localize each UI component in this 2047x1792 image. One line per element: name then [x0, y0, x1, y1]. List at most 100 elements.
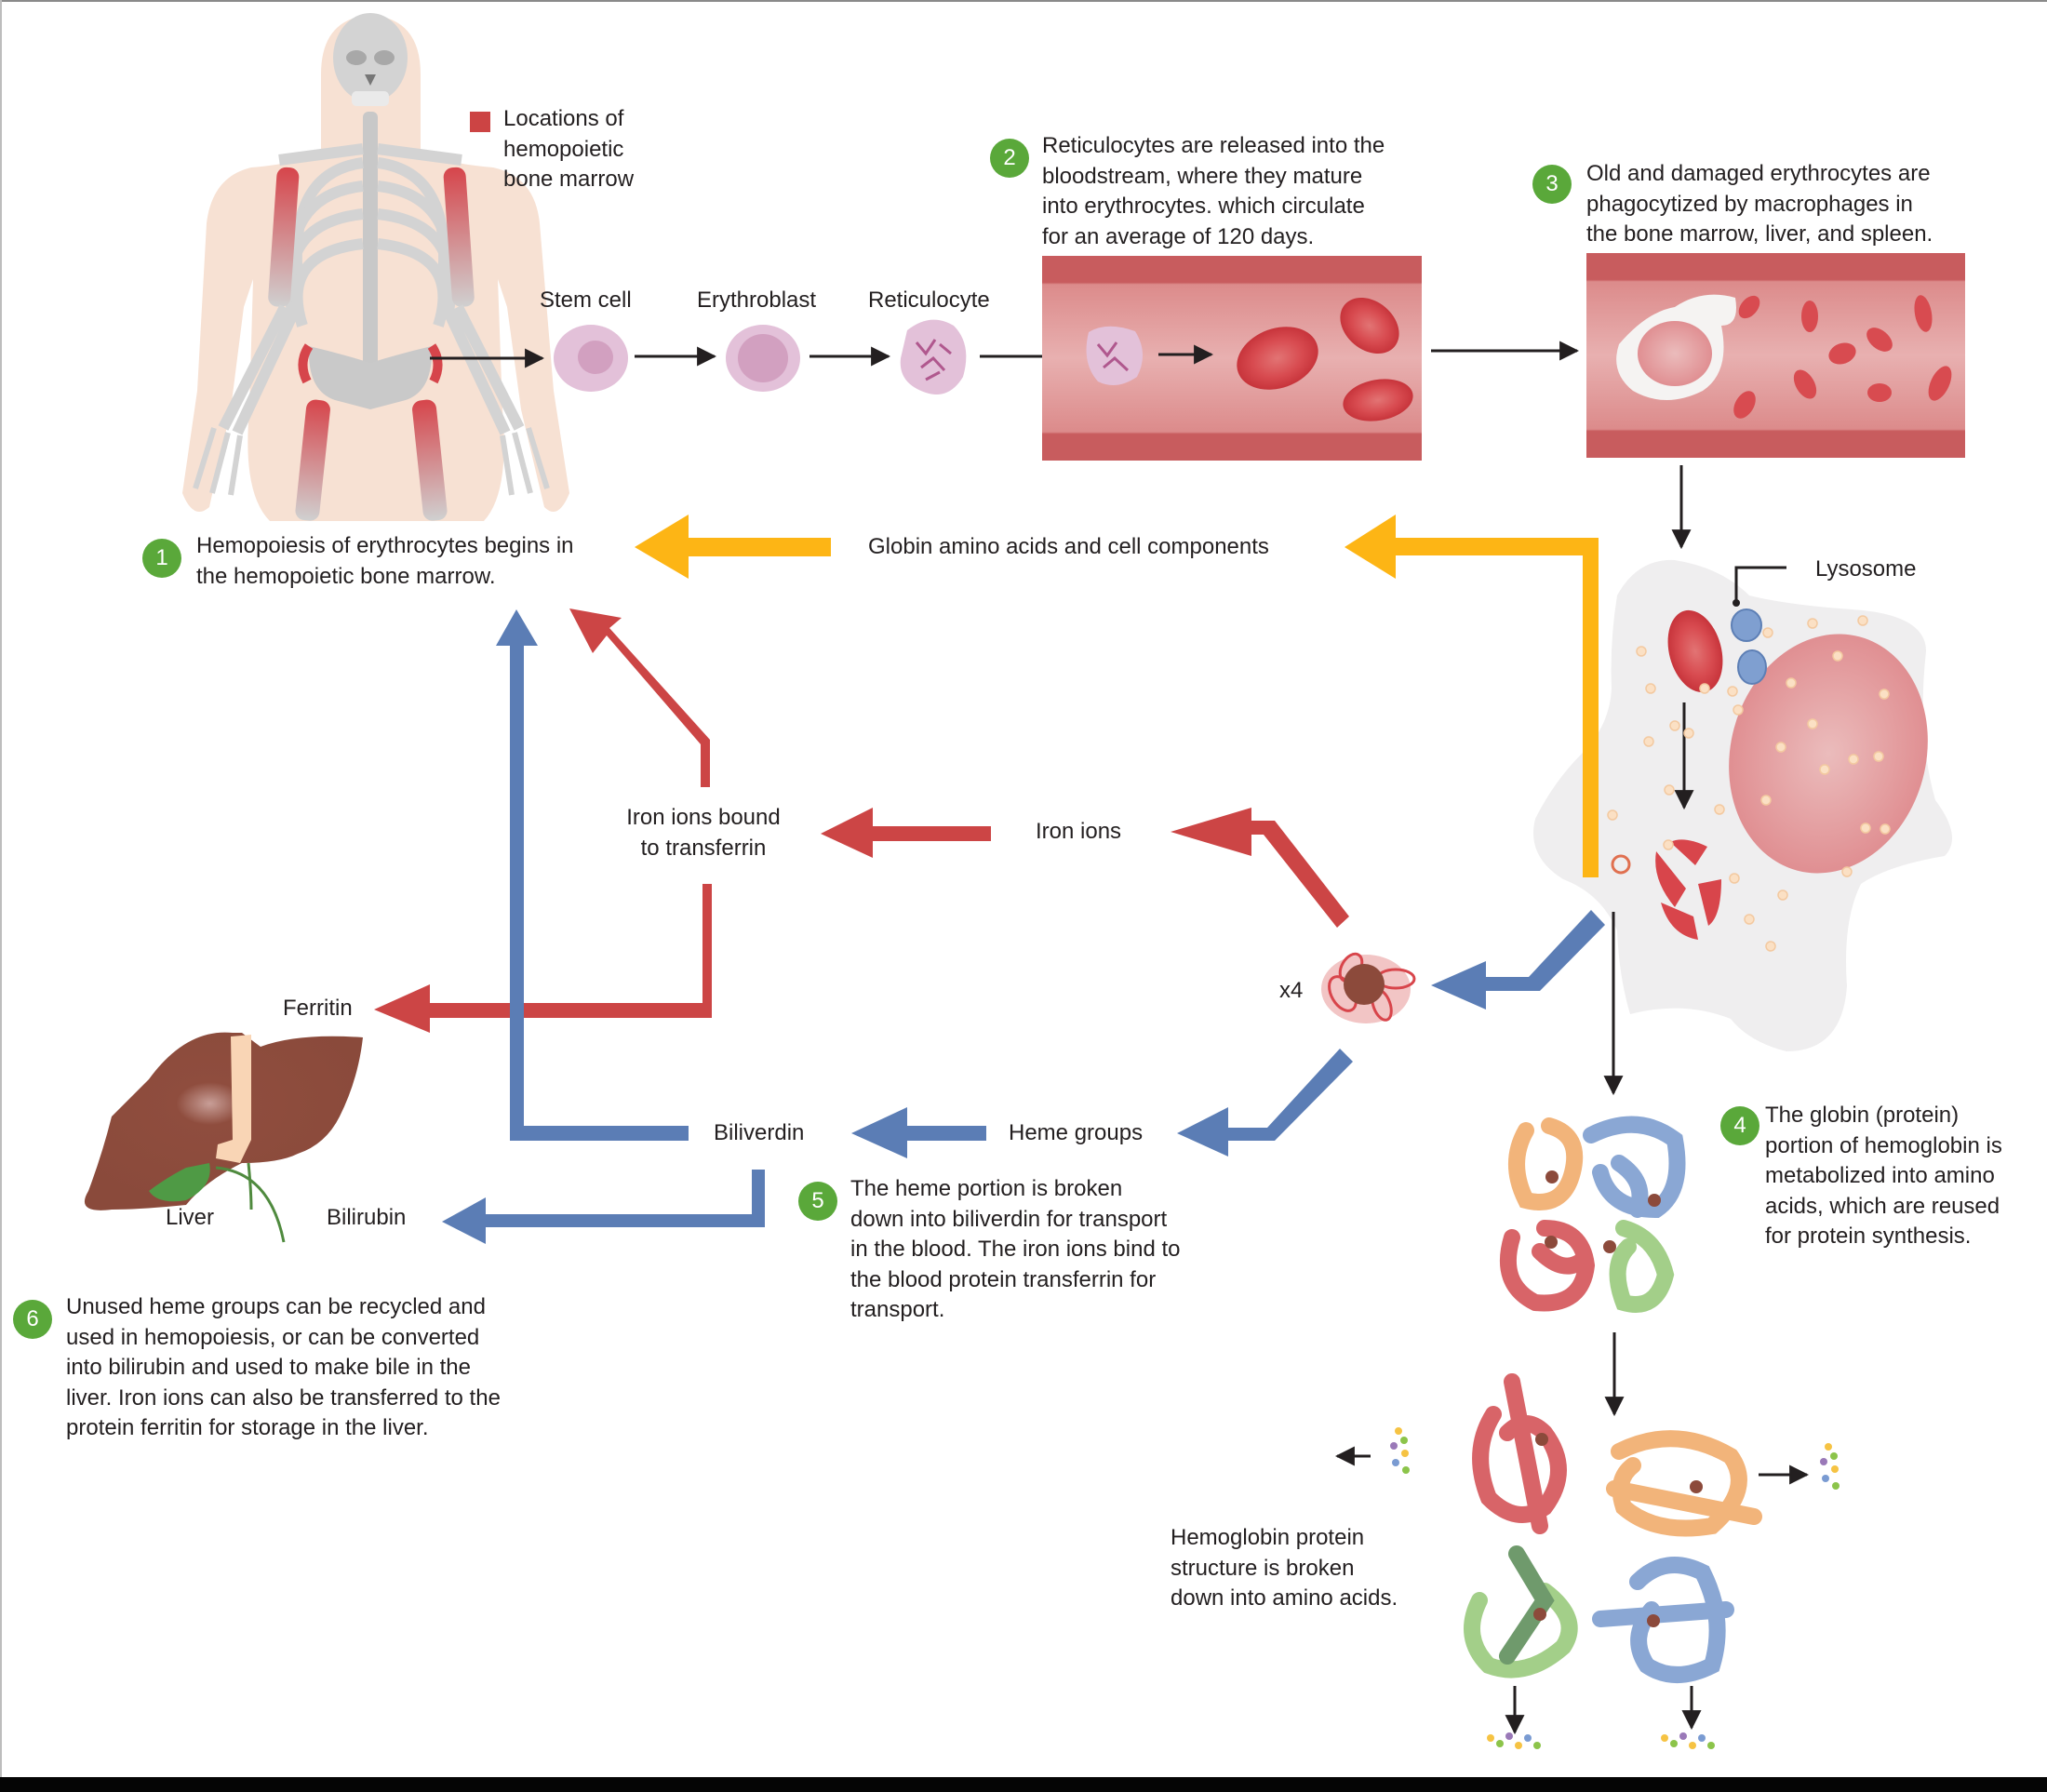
erythroblast-icon	[726, 325, 800, 392]
heme-release-arrow	[1431, 910, 1605, 1010]
bilirubin-label: Bilirubin	[327, 1205, 407, 1230]
stem-cell-label: Stem cell	[540, 288, 632, 313]
legend-line: Locations of	[503, 106, 624, 131]
gallbladder	[149, 1163, 210, 1202]
blood-vessel-1	[1042, 256, 1422, 461]
skeleton-illustration	[182, 13, 569, 521]
label-line: Iron ions bound	[626, 805, 781, 830]
legend-line: bone marrow	[503, 167, 635, 192]
breakdown-text: Hemoglobin protein structure is broken d…	[1171, 1523, 1398, 1614]
step-3-badge: 3	[1532, 165, 1572, 204]
step-line: into erythrocytes. which circulate	[1042, 194, 1365, 219]
left-humerus	[268, 167, 300, 307]
transferrin-to-marrow-arrow	[569, 608, 710, 787]
right-femur	[412, 399, 448, 521]
globin-arrow	[635, 515, 1599, 877]
step-line: The heme portion is broken	[850, 1176, 1123, 1201]
left-border	[0, 0, 2, 1777]
step-line: phagocytized by macrophages in	[1586, 191, 1913, 217]
left-femur	[295, 399, 330, 521]
legend-line: hemopoietic	[503, 136, 624, 162]
fragmented-erythrocyte	[1655, 839, 1721, 940]
skull	[333, 13, 408, 102]
lysosome-label: Lysosome	[1815, 556, 1917, 582]
step-line: Hemopoiesis of erythrocytes begins in	[196, 533, 574, 558]
legend-text: Locations of hemopoietic bone marrow	[503, 104, 634, 195]
label-line: down into amino acids.	[1171, 1585, 1398, 1611]
biliverdin-to-marrow-arrow	[496, 609, 689, 1141]
heme-arrows	[442, 609, 1353, 1244]
erythroblast-label: Erythroblast	[697, 288, 817, 313]
step-line: down into biliverdin for transport	[850, 1206, 1168, 1232]
step-3-text: Old and damaged erythrocytes are phagocy…	[1586, 159, 1933, 250]
amino-acid-clusters	[1390, 1427, 1840, 1749]
step-line: Unused heme groups can be recycled and	[66, 1294, 486, 1319]
step-5-text: The heme portion is broken down into bil…	[850, 1174, 1180, 1326]
step-4-badge: 4	[1720, 1106, 1759, 1145]
label-line: structure is broken	[1171, 1555, 1355, 1581]
step-line: liver. Iron ions can also be transferred…	[66, 1384, 501, 1411]
iron-transferrin-label: Iron ions bound to transferrin	[595, 803, 811, 863]
transferrin-to-ferritin-arrow	[374, 884, 712, 1033]
step-6-badge: 6	[13, 1300, 52, 1339]
hemoglobin-complex	[1499, 1116, 1686, 1313]
step-line: protein ferritin for storage in the live…	[66, 1415, 429, 1440]
heme-molecule-icon	[1321, 952, 1416, 1023]
globin-label: Globin amino acids and cell components	[868, 534, 1269, 559]
heme-groups-label: Heme groups	[1009, 1120, 1144, 1145]
macrophage	[1533, 559, 1952, 1051]
step-line: metabolized into amino	[1765, 1163, 1995, 1188]
iron-ions-label: Iron ions	[1036, 819, 1122, 844]
groups-to-biliverdin-arrow	[851, 1107, 986, 1158]
lysosome-pointer	[1734, 566, 1786, 603]
step-2-badge: 2	[990, 139, 1029, 178]
step-line: for protein synthesis.	[1765, 1224, 1972, 1249]
reticulocyte-icon	[900, 319, 967, 395]
lysosome-2	[1737, 649, 1767, 685]
step-line: bloodstream, where they mature	[1042, 163, 1363, 189]
step-4-text: The globin (protein) portion of hemoglob…	[1765, 1101, 2002, 1252]
cytoplasm-granules	[1607, 615, 1891, 952]
biliverdin-label: Biliverdin	[714, 1120, 805, 1145]
blood-vessel-2	[1586, 253, 1965, 458]
step-line: used in hemopoiesis, or can be converted	[66, 1324, 480, 1350]
step-line: the bone marrow, liver, and spleen.	[1586, 221, 1933, 247]
nucleus	[1729, 634, 1928, 874]
step-1-text: Hemopoiesis of erythrocytes begins in th…	[196, 531, 574, 592]
step-line: into bilirubin and used to make bile in …	[66, 1355, 471, 1380]
step-line: portion of hemoglobin is	[1765, 1132, 2002, 1158]
step-line: Reticulocytes are released into the	[1042, 133, 1385, 158]
step-6-text: Unused heme groups can be recycled and u…	[66, 1292, 501, 1444]
pelvis	[308, 346, 433, 409]
step-2-text: Reticulocytes are released into the bloo…	[1042, 131, 1385, 252]
right-humerus	[443, 167, 475, 307]
biliverdin-to-bilirubin-arrow	[442, 1170, 765, 1244]
liver-illustration	[84, 1032, 363, 1243]
x4-label: x4	[1279, 978, 1304, 1003]
label-line: to transferrin	[640, 835, 767, 861]
step-line: the blood protein transferrin for	[850, 1266, 1157, 1292]
iron-to-transferrin-arrow	[821, 808, 991, 858]
globin-chains	[1464, 1373, 1762, 1683]
step-line: transport.	[850, 1297, 945, 1322]
liver-label: Liver	[166, 1205, 215, 1230]
engulfed-erythrocyte	[1667, 609, 1723, 693]
step-line: The globin (protein)	[1765, 1103, 1960, 1128]
step-1-badge: 1	[142, 539, 181, 578]
footer-bar	[0, 1777, 2047, 1792]
step-line: acids, which are reused	[1765, 1193, 2000, 1219]
step-5-badge: 5	[798, 1182, 837, 1221]
clavicles	[278, 143, 462, 166]
spine	[363, 112, 378, 381]
chain-heme-groups	[1533, 1170, 1703, 1627]
step-line: in the blood. The iron ions bind to	[850, 1237, 1181, 1262]
step-line: the hemopoietic bone marrow.	[196, 563, 496, 589]
released-heme	[1611, 854, 1631, 875]
ferritin-label: Ferritin	[283, 996, 353, 1021]
reticulocyte-label: Reticulocyte	[868, 288, 990, 313]
lysosome-1	[1731, 608, 1762, 642]
heme-to-groups-arrow	[1177, 1049, 1353, 1157]
label-line: Hemoglobin protein	[1171, 1525, 1365, 1550]
